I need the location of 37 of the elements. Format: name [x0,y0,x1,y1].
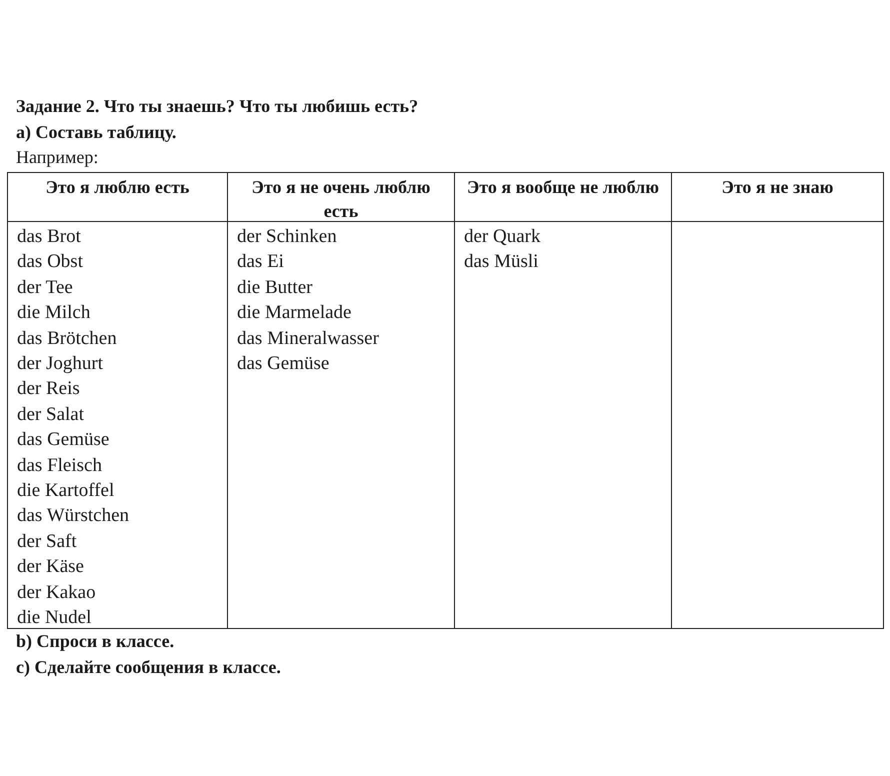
header-cell [671,172,884,222]
table-cell [671,221,884,629]
food-word: der Tee [17,276,73,300]
food-word: der Saft [17,530,77,554]
food-word: das Obst [17,250,83,274]
food-word: die Marmelade [237,301,352,326]
food-word: das Ei [237,250,284,274]
instruction-text: b) Спроси в классе. [16,630,174,653]
food-word: der Quark [464,225,540,249]
column-heading: Это я вообще не люблю [467,176,659,199]
food-word: das Mineralwasser [237,326,379,351]
food-word: der Reis [17,377,80,402]
food-word: das Müsli [464,250,538,274]
task-title: Задание 2. Что ты знаешь? Что ты любишь есть? [16,95,418,118]
column-heading: Это я не очень люблю есть [250,176,432,223]
food-word: das Gemüse [17,428,110,452]
food-word: das Brot [17,225,81,249]
food-word: der Kakao [17,580,96,605]
instruction-text: a) Составь таблицу. [16,121,176,144]
food-word: das Gemüse [237,352,330,376]
food-word: das Brötchen [17,326,117,351]
column-heading: Это я не знаю [722,176,834,199]
instruction-text: Например: [16,146,98,169]
table-cell [7,221,228,629]
food-word: der Salat [17,402,84,427]
food-word: die Butter [237,276,312,300]
instruction-text: c) Сделайте сообщения в классе. [16,656,281,679]
food-word: der Schinken [237,225,337,249]
food-word: die Nudel [17,606,92,630]
food-word: der Joghurt [17,352,104,376]
header-cell [7,172,228,222]
food-word: die Milch [17,301,90,326]
food-word: die Kartoffel [17,479,114,504]
food-word: der Käse [17,555,84,580]
food-word: das Würstchen [17,504,130,528]
column-heading: Это я люблю есть [46,176,190,199]
food-word: das Fleisch [17,454,102,478]
